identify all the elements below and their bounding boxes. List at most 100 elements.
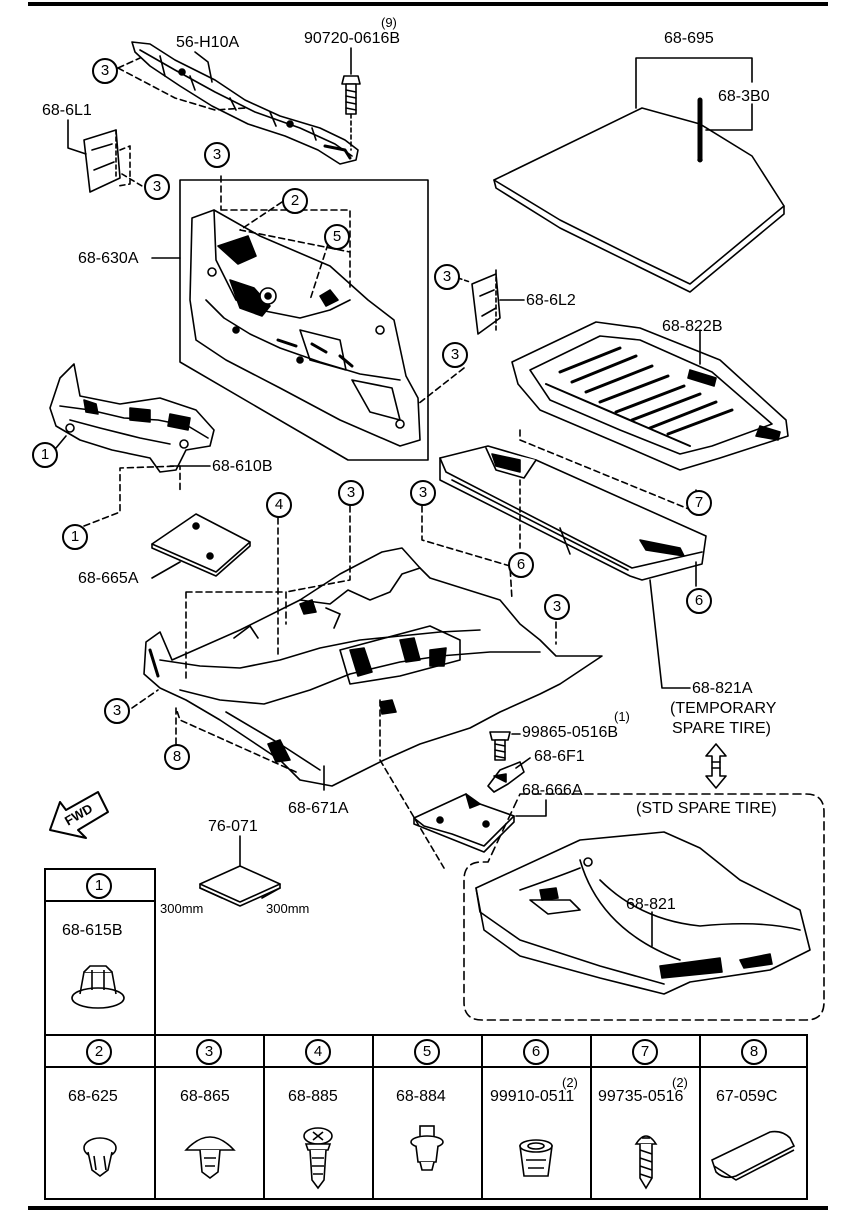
legend-marker-8: 8 [741,1039,767,1065]
scrivet-icon [303,1127,333,1190]
callout-99865-0516b: 99865-0516B [522,724,619,741]
legend-marker-5: 5 [414,1039,440,1065]
leader-dashed [239,201,351,253]
legend-divider [372,1034,374,1200]
floor-pad-665a-part [151,513,251,577]
legend-marker-2: 2 [86,1039,112,1065]
callout-68-822b: 68-822B [662,318,723,335]
marker-3: 3 [434,264,460,290]
leader-line [55,435,67,449]
leader-line [194,51,213,83]
callout-68-695: 68-695 [664,30,714,47]
legend-qty-6: (2) [562,1075,578,1090]
trunk-end-trim-821a-part [439,445,707,581]
marker-3: 3 [104,698,130,724]
legend-divider [699,1034,701,1200]
leader-dashed [83,465,181,527]
push-rivet-icon [184,1136,236,1179]
grommet-nut-icon [519,1139,553,1177]
callout-90720-0616b: 90720-0616B [304,30,401,47]
insulator-6l2-part [471,269,501,335]
marker-5: 5 [324,224,350,250]
callout-68-665a: 68-665A [78,570,139,587]
marker-3: 3 [144,174,170,200]
callout-76-071: 76-071 [208,818,258,835]
legend-marker-3: 3 [196,1039,222,1065]
spare-tire-well-part [475,831,811,995]
marker-6: 6 [508,552,534,578]
leader-dashed [379,699,445,869]
callout-68-6f1: 68-6F1 [534,748,585,765]
leader-dashed [309,243,329,301]
dimension-300mm-a: 300mm [160,901,204,916]
trunk-tray-part [511,321,789,471]
legend-divider [154,1034,156,1200]
fastener-clip-icon [410,1125,444,1171]
legend-part-68-884: 68-884 [396,1088,446,1105]
top-border-rule [28,2,828,6]
legend-marker-1: 1 [86,873,112,899]
marker-6: 6 [686,588,712,614]
leader-dashed [175,707,297,773]
trunk-board-part [493,97,785,293]
marker-3: 3 [92,58,118,84]
marker-3: 3 [544,594,570,620]
leader-dashed [117,57,246,111]
callout-bolt-qty: (9) [381,15,397,30]
leader-line [67,119,87,155]
leader-line [151,561,181,579]
marker-8: 8 [164,744,190,770]
callout-screw-qty: (1) [614,709,630,724]
callout-temporary: (TEMPORARY [670,700,777,717]
legend-part-99910-0511: 99910-0511 [490,1088,575,1105]
leader-dashed [185,591,287,681]
foam-pad-icon [711,1130,796,1181]
floor-pad-666a-part [413,793,515,853]
legend-divider [263,1034,265,1200]
callout-68-6l2: 68-6L2 [526,292,576,309]
callout-68-610b: 68-610B [212,458,273,475]
marker-7: 7 [686,490,712,516]
floor-carpet-part [143,547,603,787]
bracket-6f1-part [487,761,525,793]
legend-qty-7: (2) [672,1075,688,1090]
leader-dashed [417,367,465,405]
leader-dashed [457,277,471,283]
dimension-300mm-b: 300mm [266,901,310,916]
leader-line [635,57,753,109]
legend-part-68-865: 68-865 [180,1088,230,1105]
legend-divider [481,1034,483,1200]
callout-68-3b0: 68-3B0 [718,88,770,105]
legend-bottom-row [44,1034,808,1200]
legend-marker-4: 4 [305,1039,331,1065]
legend-marker-7: 7 [632,1039,658,1065]
callout-spare-tire: SPARE TIRE) [672,720,771,737]
fwd-arrow-icon [49,791,109,839]
marker-3: 3 [338,480,364,506]
marker-3: 3 [204,142,230,168]
legend-divider [590,1034,592,1200]
leader-dashed [285,505,351,593]
leader-line [649,579,691,689]
bolt-part [341,75,361,151]
legend-part-99735-0516: 99735-0516 [598,1088,684,1105]
push-clip-icon [71,965,125,1009]
interchange-arrow [705,743,727,789]
marker-1: 1 [62,524,88,550]
legend-part-68-625: 68-625 [68,1088,118,1105]
legend-part-67-059c: 67-059C [716,1088,778,1105]
leader-line [515,799,547,817]
tapping-screw-icon [634,1135,658,1190]
screw-part [489,731,511,761]
leader-dashed [121,173,143,187]
sealer-pad-part [199,865,281,907]
leader-dashed [220,175,351,291]
callout-std-spare-tire: (STD SPARE TIRE) [636,800,777,817]
dash-panel-outline [179,179,429,461]
legend-header-separator [44,900,156,902]
callout-68-6l1: 68-6L1 [42,102,92,119]
legend-part-68-885: 68-885 [288,1088,338,1105]
